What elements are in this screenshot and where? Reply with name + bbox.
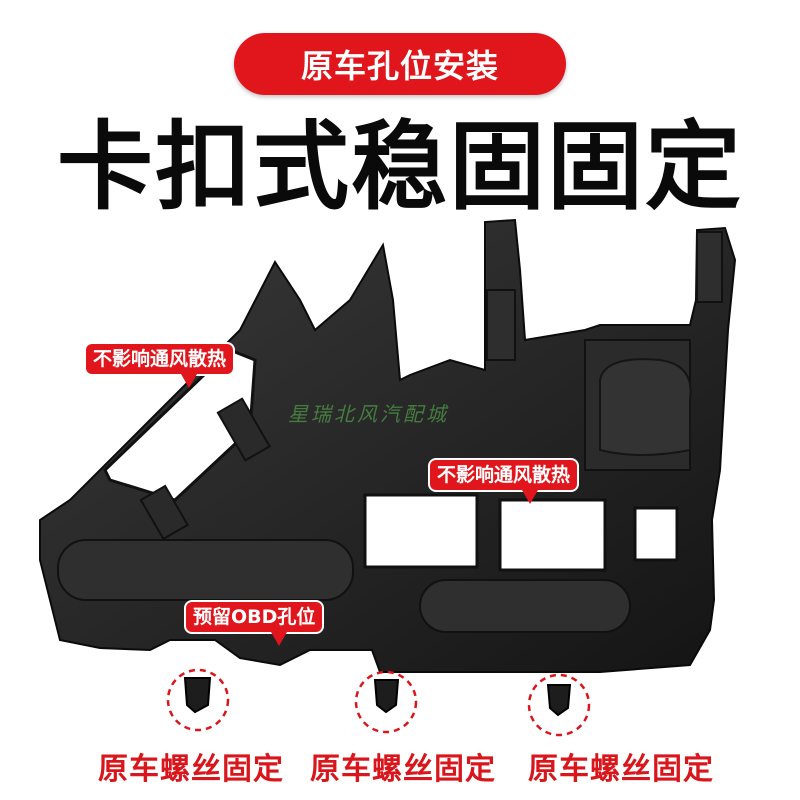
callout-vent-right: 不影响通风散热	[430, 460, 578, 504]
callout-vent-left: 不影响通风散热	[86, 344, 234, 388]
snap-clip	[139, 484, 189, 541]
mounting-tabs	[183, 677, 572, 717]
callout-obd: 预留OBD孔位	[186, 602, 323, 646]
bottom-label-screw-2: 原车螺丝固定	[310, 752, 496, 787]
screw-highlight-circle	[354, 670, 418, 734]
screw-highlight-circle	[527, 673, 591, 737]
snap-clip	[486, 289, 516, 361]
snap-clip	[216, 397, 271, 462]
right-vent-opening	[633, 506, 679, 562]
raised-rib-left	[57, 539, 354, 601]
snap-clip	[696, 231, 723, 303]
install-badge: 原车孔位安装	[234, 33, 566, 95]
dome-bump	[599, 358, 692, 456]
bottom-label-screw-3: 原车螺丝固定	[528, 752, 714, 787]
right-vent-opening	[498, 498, 607, 572]
watermark: 星瑞北风汽配城	[288, 402, 449, 426]
raised-rib-right	[419, 579, 631, 633]
right-vent-opening	[363, 493, 479, 569]
screw-highlight-circle	[166, 668, 230, 732]
install-badge-text: 原车孔位安装	[300, 47, 499, 85]
headline: 卡扣式稳固固定	[57, 111, 743, 223]
bottom-label-screw-1: 原车螺丝固定	[98, 752, 284, 787]
